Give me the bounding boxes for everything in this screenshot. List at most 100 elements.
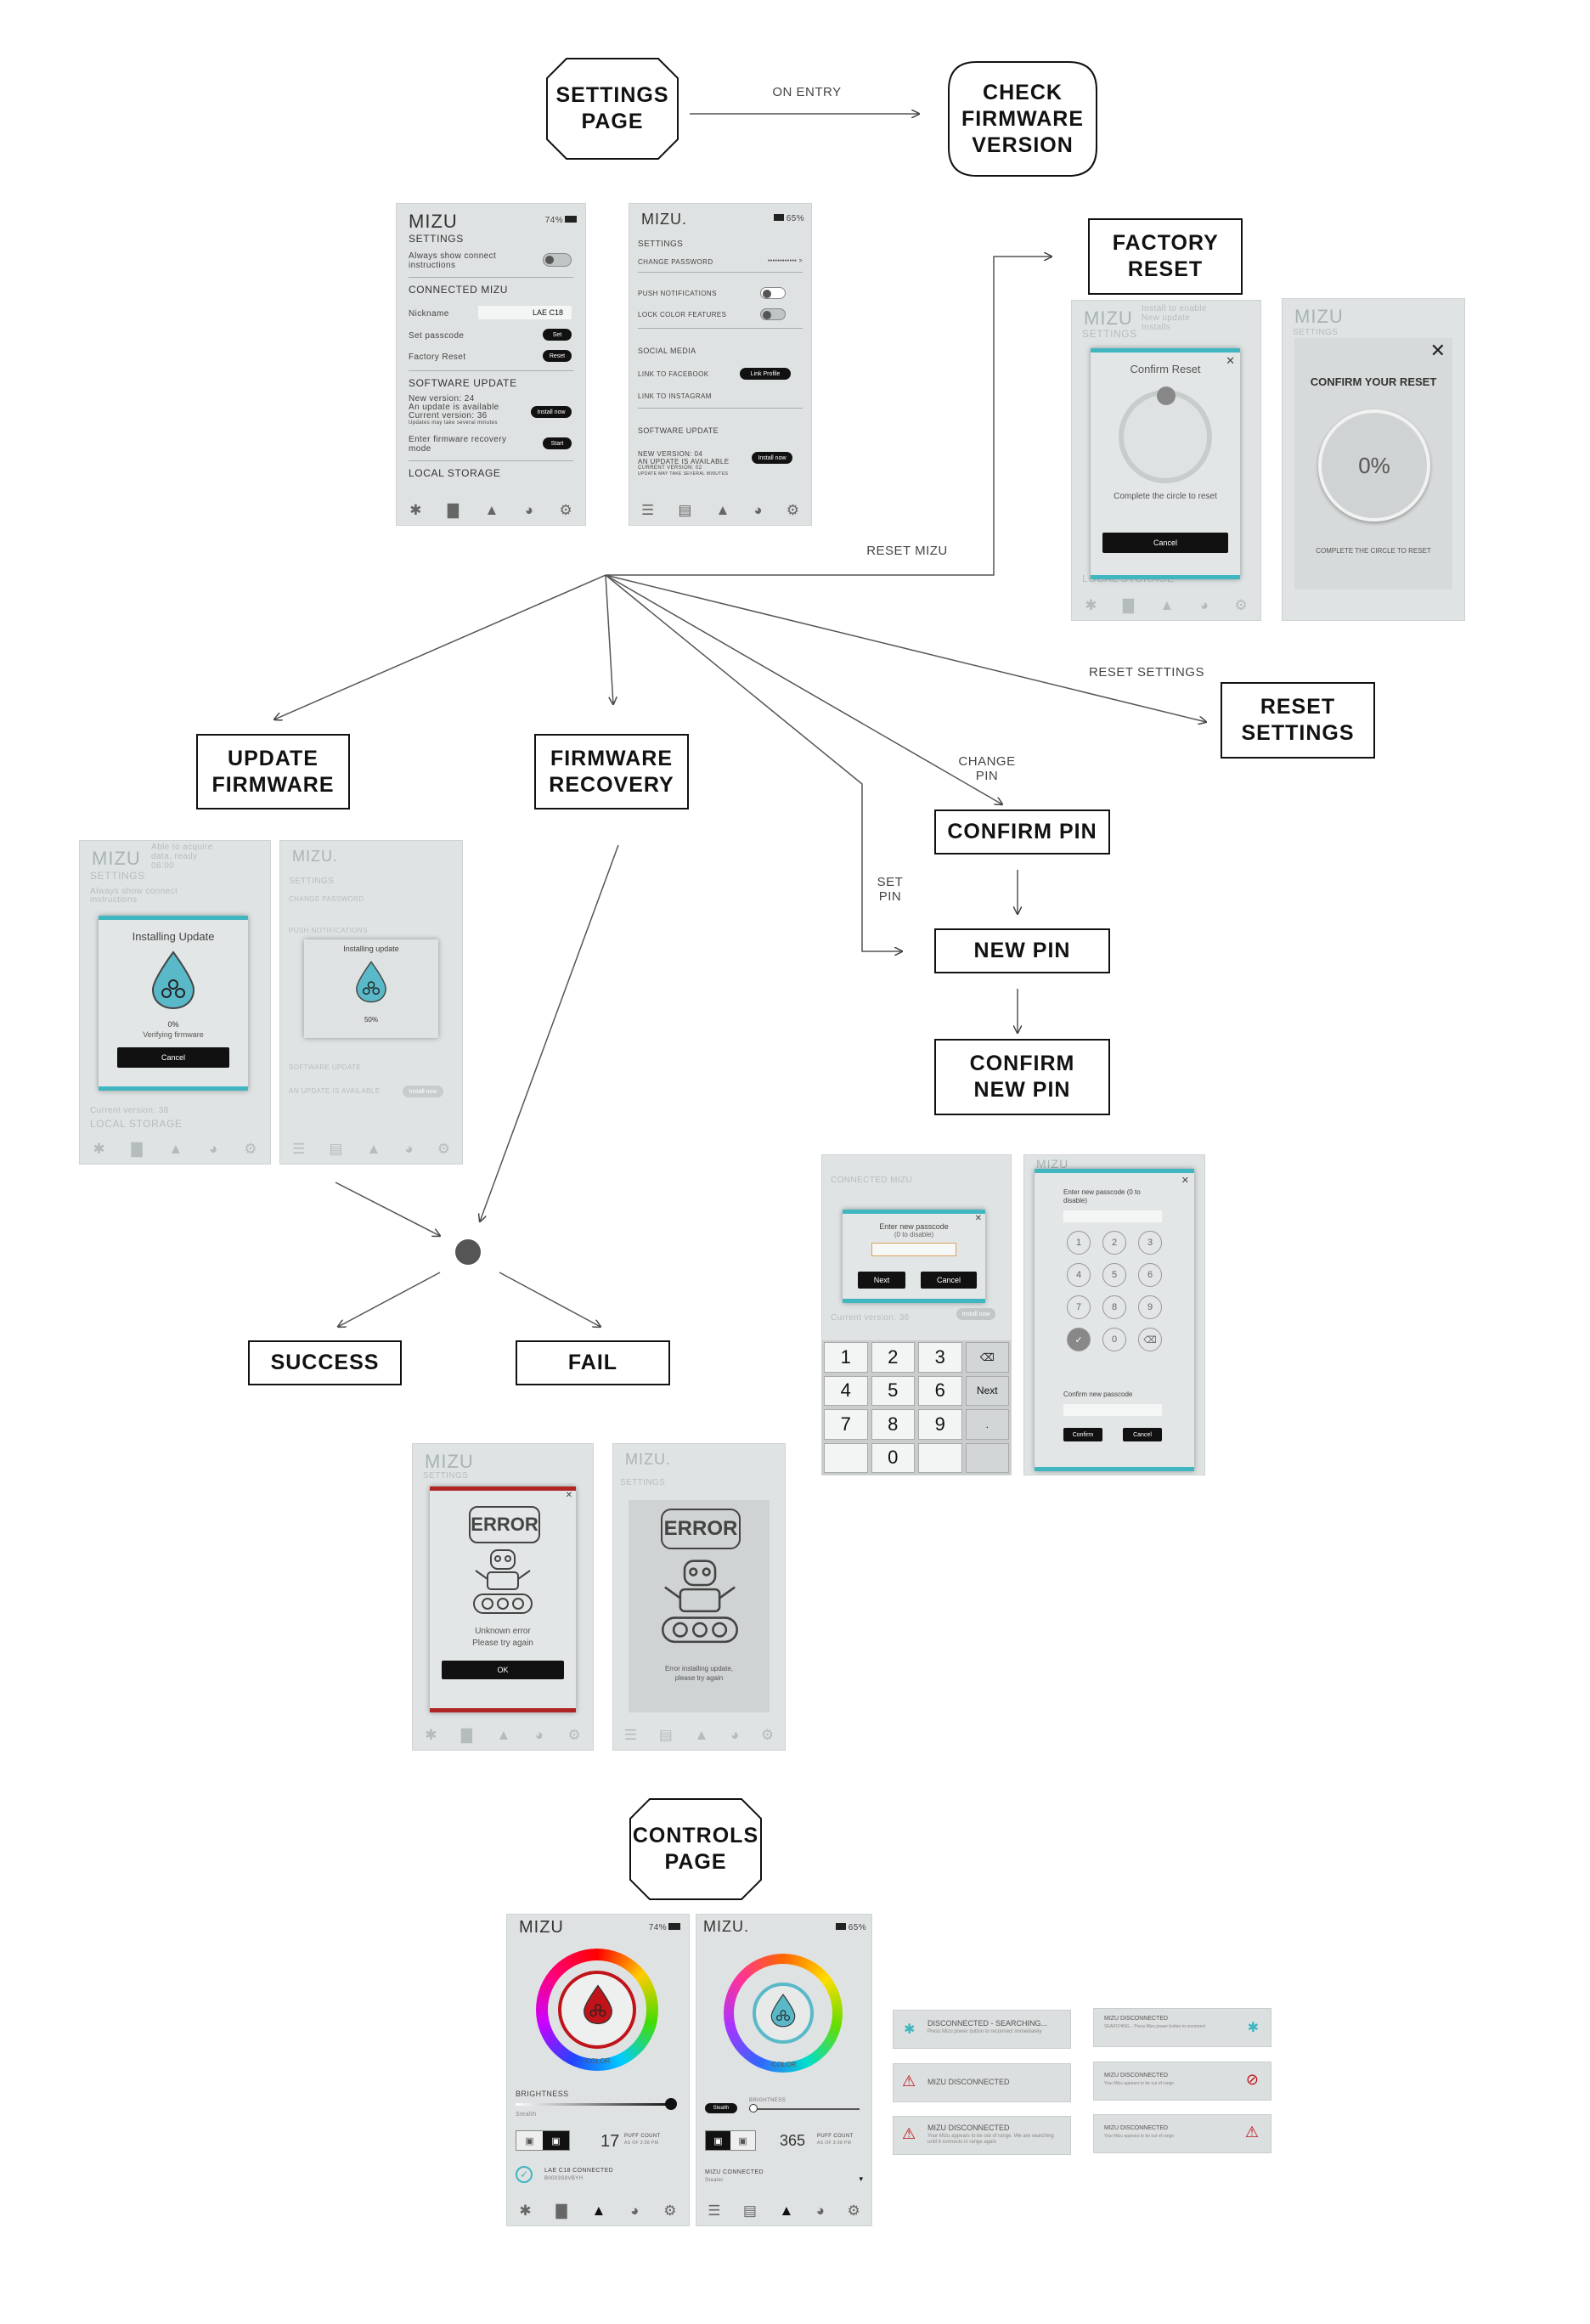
link-profile-button[interactable]: Link Profile xyxy=(740,368,791,380)
headset-icon[interactable]: ◕ xyxy=(630,2203,640,2219)
brightness-slider[interactable] xyxy=(749,2108,860,2110)
stats-icon[interactable]: ▇ xyxy=(555,2203,567,2219)
gear-icon[interactable]: ⚙ xyxy=(244,1141,257,1157)
reset-progress-ring[interactable]: 0% xyxy=(1318,409,1430,522)
password-mask[interactable]: •••••••••••• > xyxy=(767,258,803,264)
push-toggle[interactable] xyxy=(760,287,786,299)
always-show-toggle[interactable] xyxy=(543,253,572,267)
gear-icon[interactable]: ⚙ xyxy=(567,1727,581,1743)
drop-icon[interactable]: ▲ xyxy=(484,502,499,518)
headset-icon[interactable]: ◕ xyxy=(753,502,763,518)
gear-icon[interactable]: ⚙ xyxy=(847,2203,860,2219)
sliders-icon[interactable]: ☰ xyxy=(641,502,655,518)
keypad-key[interactable] xyxy=(965,1442,1009,1473)
passcode-input[interactable] xyxy=(871,1243,956,1256)
keypad-key[interactable]: Next xyxy=(965,1375,1009,1406)
recovery-start-button[interactable]: Start xyxy=(543,437,572,449)
drop-icon[interactable]: ▲ xyxy=(715,502,730,518)
pin-digit-button[interactable]: 3 xyxy=(1138,1231,1162,1255)
lock-toggle[interactable]: ▣ ▣ xyxy=(516,2130,570,2151)
headset-icon[interactable]: ◕ xyxy=(209,1141,218,1157)
close-icon[interactable]: ✕ xyxy=(1226,354,1235,367)
nickname-input[interactable]: LAE C18 xyxy=(478,306,572,319)
keypad-key[interactable]: 4 xyxy=(824,1375,868,1406)
device-select[interactable]: Stealer xyxy=(705,2178,724,2183)
gear-icon[interactable]: ⚙ xyxy=(437,1141,450,1157)
document-icon[interactable]: ▤ xyxy=(678,502,692,518)
brightness-handle[interactable] xyxy=(749,2104,758,2112)
chevron-down-icon[interactable]: ▾ xyxy=(859,2175,863,2183)
keypad-key[interactable]: 0 xyxy=(871,1442,915,1473)
keypad-key[interactable]: 9 xyxy=(918,1409,962,1440)
gear-icon[interactable]: ⚙ xyxy=(559,502,572,518)
headset-icon[interactable]: ◕ xyxy=(404,1141,414,1157)
drop-icon[interactable]: ▲ xyxy=(591,2203,606,2219)
keypad-key[interactable]: 7 xyxy=(824,1409,868,1440)
lock-color-toggle[interactable] xyxy=(760,308,786,320)
bluetooth-icon[interactable]: ✱ xyxy=(409,502,422,518)
bluetooth-icon[interactable]: ✱ xyxy=(519,2203,532,2219)
pin-digit-button[interactable]: ✓ xyxy=(1067,1328,1091,1351)
document-icon[interactable]: ▤ xyxy=(742,2203,757,2219)
reset-progress-ring[interactable] xyxy=(1119,390,1212,483)
stats-icon[interactable]: ▇ xyxy=(447,502,459,518)
next-button[interactable]: Next xyxy=(858,1272,905,1289)
keypad-key[interactable]: ⌫ xyxy=(965,1342,1009,1373)
pin-digit-button[interactable]: 8 xyxy=(1102,1295,1126,1319)
keypad-key[interactable] xyxy=(918,1442,962,1473)
set-passcode-button[interactable]: Set xyxy=(543,329,572,341)
cancel-button[interactable]: Cancel xyxy=(1102,533,1228,553)
pin-digit-button[interactable]: ⌫ xyxy=(1138,1328,1162,1351)
pin-digit-button[interactable]: 1 xyxy=(1067,1231,1091,1255)
document-icon[interactable]: ▤ xyxy=(658,1727,673,1743)
keypad-key[interactable] xyxy=(824,1442,868,1473)
keypad-key[interactable]: 1 xyxy=(824,1342,868,1373)
gear-icon[interactable]: ⚙ xyxy=(663,2203,677,2219)
pin-digit-button[interactable]: 9 xyxy=(1138,1295,1162,1319)
keypad-key[interactable]: 2 xyxy=(871,1342,915,1373)
pin-digit-button[interactable]: 7 xyxy=(1067,1295,1091,1319)
cancel-button[interactable]: Cancel xyxy=(1123,1428,1162,1441)
drop-icon[interactable]: ▲ xyxy=(779,2203,794,2219)
close-icon[interactable]: ✕ xyxy=(974,1214,982,1223)
headset-icon[interactable]: ◕ xyxy=(815,2203,825,2219)
confirm-passcode-input[interactable] xyxy=(1063,1404,1162,1416)
stats-icon[interactable]: ▇ xyxy=(131,1141,143,1157)
drop-icon[interactable]: ▲ xyxy=(694,1727,709,1743)
cancel-button[interactable]: Cancel xyxy=(921,1272,977,1289)
headset-icon[interactable]: ◕ xyxy=(1199,597,1209,613)
pin-digit-button[interactable]: 6 xyxy=(1138,1263,1162,1287)
document-icon[interactable]: ▤ xyxy=(329,1141,343,1157)
confirm-button[interactable]: Confirm xyxy=(1063,1428,1102,1441)
brightness-handle[interactable] xyxy=(665,2098,677,2110)
pin-digit-button[interactable]: 2 xyxy=(1102,1231,1126,1255)
stats-icon[interactable]: ▇ xyxy=(1122,597,1134,613)
sliders-icon[interactable]: ☰ xyxy=(292,1141,306,1157)
headset-icon[interactable]: ◕ xyxy=(534,1727,544,1743)
bluetooth-icon[interactable]: ✱ xyxy=(425,1727,437,1743)
drop-icon[interactable]: ▲ xyxy=(1159,597,1175,613)
pin-digit-button[interactable]: 0 xyxy=(1102,1328,1126,1351)
keypad-key[interactable]: 5 xyxy=(871,1375,915,1406)
pin-digit-button[interactable]: 4 xyxy=(1067,1263,1091,1287)
pin-digit-button[interactable]: 5 xyxy=(1102,1263,1126,1287)
drop-icon[interactable]: ▲ xyxy=(496,1727,511,1743)
brightness-slider[interactable] xyxy=(516,2103,672,2106)
headset-icon[interactable]: ◕ xyxy=(524,502,534,518)
install-now-button[interactable]: Install now xyxy=(752,452,792,464)
stats-icon[interactable]: ▇ xyxy=(460,1727,472,1743)
ok-button[interactable]: OK xyxy=(442,1661,564,1679)
install-now-button[interactable]: Install now xyxy=(403,1086,443,1097)
passcode-input[interactable] xyxy=(1063,1210,1162,1222)
close-icon[interactable]: ✕ xyxy=(565,1491,572,1500)
install-now-button[interactable]: Install now xyxy=(531,406,572,418)
reset-drag-handle[interactable] xyxy=(1157,386,1176,405)
sliders-icon[interactable]: ☰ xyxy=(708,2203,721,2219)
keypad-key[interactable]: 3 xyxy=(918,1342,962,1373)
bluetooth-icon[interactable]: ✱ xyxy=(93,1141,105,1157)
gear-icon[interactable]: ⚙ xyxy=(760,1727,775,1743)
gear-icon[interactable]: ⚙ xyxy=(786,502,799,518)
close-icon[interactable]: ✕ xyxy=(1429,340,1446,361)
close-icon[interactable]: ✕ xyxy=(1181,1176,1189,1186)
cancel-button[interactable]: Cancel xyxy=(117,1047,229,1068)
